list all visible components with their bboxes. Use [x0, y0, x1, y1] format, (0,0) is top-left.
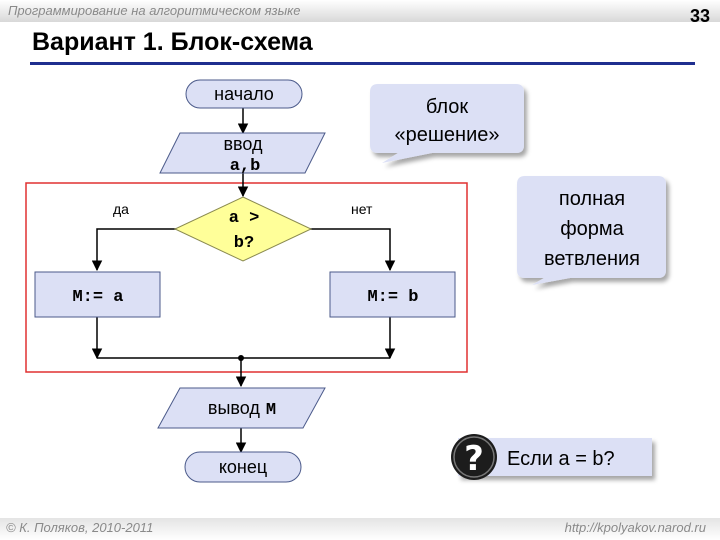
question-mark-icon: ?	[451, 434, 497, 480]
left-assign-label: M:= a	[72, 288, 123, 307]
input-label: ввод	[223, 134, 263, 154]
output-label: вывод M	[208, 398, 276, 420]
callout-decision	[370, 84, 524, 163]
input-variables: a,b	[230, 157, 261, 176]
end-label: конец	[219, 457, 267, 477]
decision-block	[173, 196, 313, 262]
right-assign-block	[329, 271, 456, 318]
callout-full-line2: форма	[560, 218, 624, 240]
start-label: начало	[214, 84, 274, 104]
footer-bar	[0, 518, 720, 540]
callout-decision-line1: блок	[426, 96, 469, 118]
right-assign-label: M:= b	[367, 288, 418, 307]
condition-line1: a >	[229, 209, 260, 228]
title-underline	[30, 62, 695, 65]
callout-full-line1: полная	[559, 188, 625, 210]
footer-url[interactable]: http://kpolyakov.narod.ru	[564, 520, 706, 535]
callout-full-form	[517, 176, 666, 285]
left-assign-block	[34, 271, 161, 318]
callout-decision-line2: «решение»	[395, 124, 500, 146]
output-variable: M	[266, 401, 276, 420]
slide-title: Вариант 1. Блок-схема	[32, 28, 313, 56]
page-number: 33	[689, 6, 710, 26]
junction-dot	[238, 355, 244, 361]
output-block	[157, 387, 326, 429]
output-word: вывод	[208, 398, 260, 418]
footer-author: © К. Поляков, 2010-2011	[6, 520, 154, 535]
header-bar	[0, 0, 720, 22]
callout-full-line3: ветвления	[544, 248, 640, 270]
input-block	[159, 132, 326, 174]
start-terminal	[185, 79, 303, 109]
course-title: Программирование на алгоритмическом язык…	[8, 3, 301, 18]
branch-highlight-frame	[25, 182, 468, 373]
condition-line2: b?	[234, 234, 254, 253]
end-terminal	[184, 451, 302, 483]
svg-text:?: ?	[464, 439, 484, 479]
yes-branch-label: да	[113, 201, 129, 217]
question-text: Если a = b?	[507, 448, 615, 470]
no-branch-label: нет	[351, 201, 373, 217]
